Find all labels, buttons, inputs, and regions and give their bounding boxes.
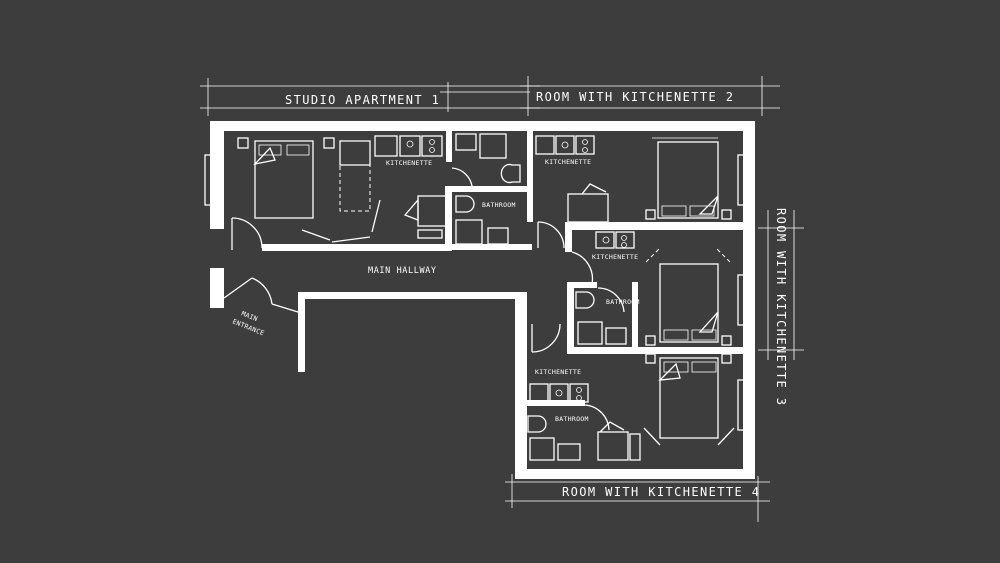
doors	[223, 167, 625, 431]
kitchenette-label-room-2: KITCHENETTE	[545, 158, 591, 166]
dimension-bar-bottom	[505, 474, 770, 522]
bathroom-label-room-3: BATHROOM	[606, 298, 640, 306]
walls	[210, 121, 755, 479]
main-entrance-label-line2: ENTRANCE	[231, 317, 265, 337]
room-3-furniture	[575, 231, 732, 346]
dimension-bar-top	[200, 76, 780, 116]
studio-bathroom	[455, 133, 521, 245]
bathroom-label-room-4: BATHROOM	[555, 415, 589, 423]
room-4-furniture	[527, 353, 735, 461]
room-2-furniture	[535, 135, 732, 223]
main-hallway-label: MAIN HALLWAY	[368, 266, 437, 276]
room-4-label: ROOM WITH KITCHENETTE 4	[562, 485, 760, 499]
room-3-label: ROOM WITH KITCHENETTE 3	[774, 208, 788, 406]
room-2-label: ROOM WITH KITCHENETTE 2	[536, 90, 734, 104]
windows	[204, 154, 747, 431]
dimension-bar-right	[758, 210, 804, 360]
kitchenette-label-studio: KITCHENETTE	[386, 159, 432, 167]
kitchenette-label-room-4: KITCHENETTE	[535, 368, 581, 376]
studio-apartment-label: STUDIO APARTMENT 1	[285, 93, 440, 107]
studio-furniture	[237, 135, 447, 243]
kitchenette-label-room-3: KITCHENETTE	[592, 253, 638, 261]
bathroom-label-studio: BATHROOM	[482, 201, 516, 209]
